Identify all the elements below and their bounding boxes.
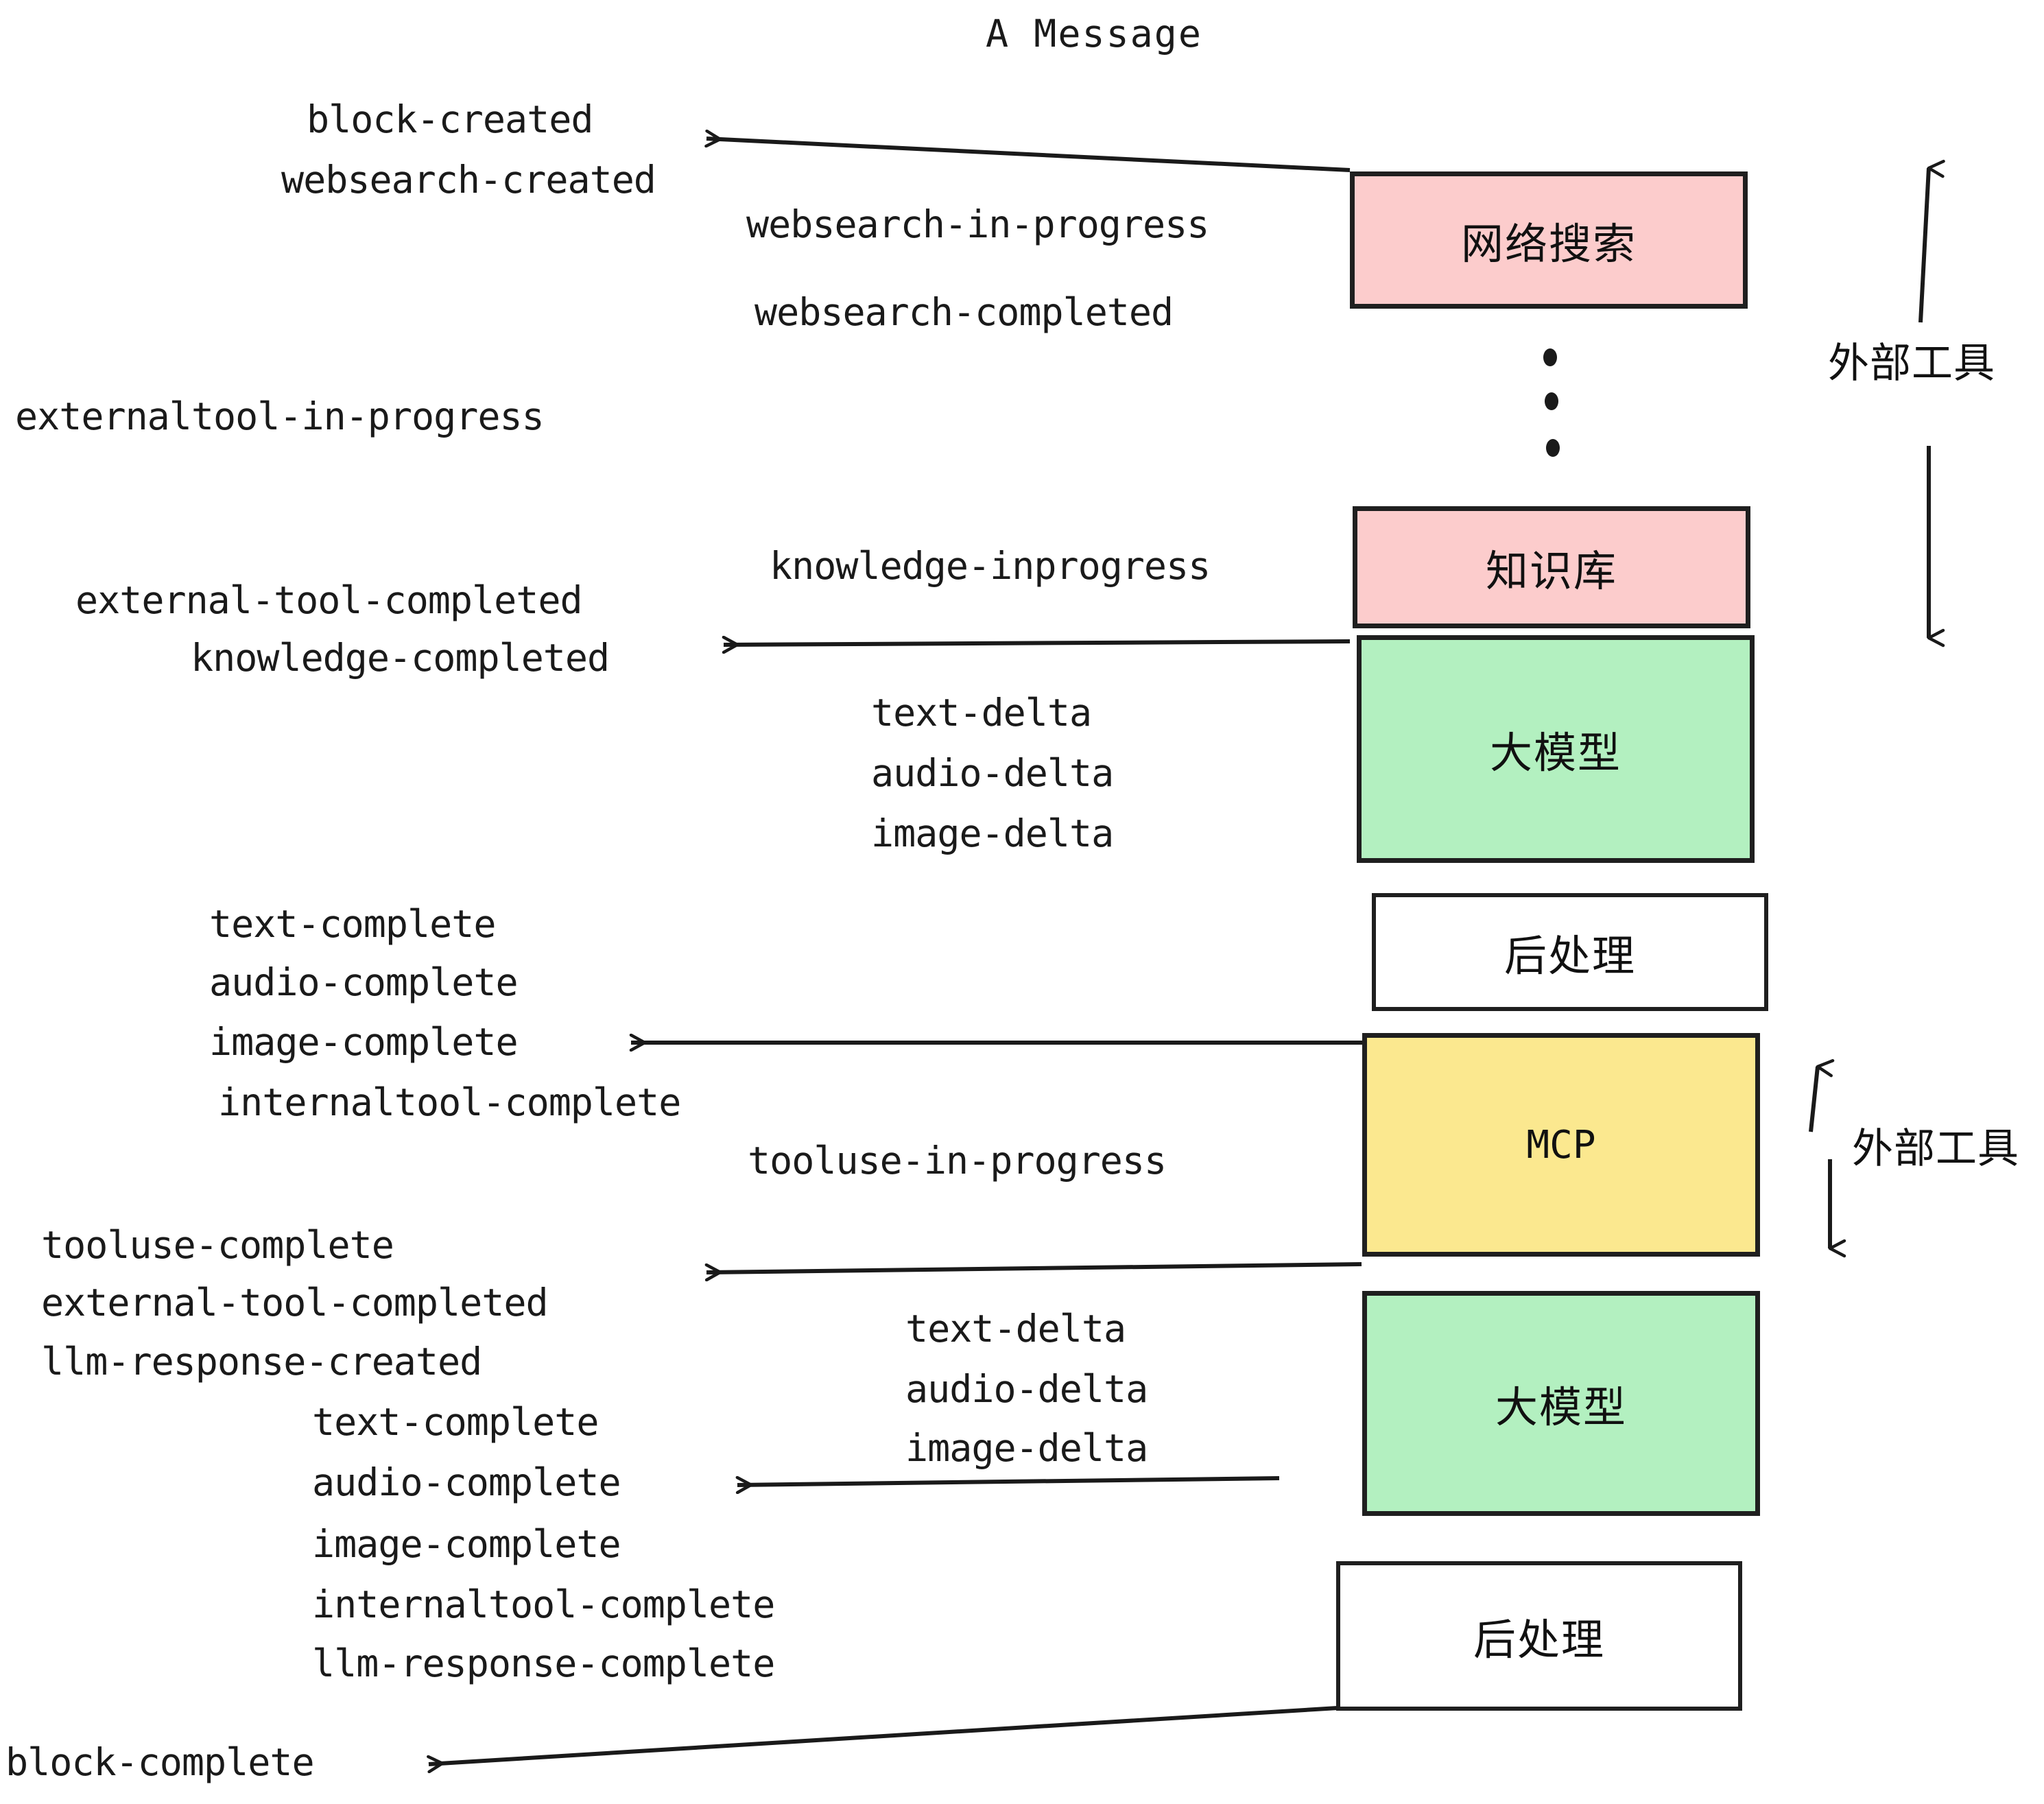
event-websearch-completed: websearch-completed [754, 290, 1174, 334]
event-external-tool-completed-2: external-tool-completed [41, 1281, 549, 1325]
arrow-llm2-to-audio-complete [737, 1478, 1280, 1485]
node-knowledge-label: 知识库 [1485, 546, 1617, 596]
node-postprocess-1[interactable]: 后处理 [1372, 893, 1768, 1011]
event-internaltool-complete-1: internaltool-complete [218, 1080, 681, 1124]
event-external-tool-completed-1: external-tool-completed [75, 578, 583, 622]
arrow-mcp-to-tooluse-complete [706, 1262, 1362, 1272]
node-mcp-label: MCP [1526, 1122, 1596, 1167]
side-label-external-tools-top: 外部工具 [1828, 340, 1995, 388]
event-image-delta-2: image-delta [905, 1426, 1148, 1470]
node-postprocess-1-label: 后处理 [1504, 931, 1636, 981]
event-audio-complete-1: audio-complete [209, 960, 519, 1004]
side-label-external-tools-bottom: 外部工具 [1852, 1125, 2019, 1173]
node-knowledge[interactable]: 知识库 [1353, 506, 1750, 628]
diagram-title: A Message [986, 12, 1203, 56]
event-block-complete: block-complete [5, 1740, 315, 1784]
event-image-delta-1: image-delta [871, 811, 1114, 855]
node-llm-2[interactable]: 大模型 [1362, 1291, 1760, 1516]
event-knowledge-completed: knowledge-completed [191, 636, 610, 680]
arrow-postprocess2-to-block-complete [429, 1706, 1338, 1764]
node-postprocess-2-label: 后处理 [1473, 1615, 1605, 1665]
event-llm-response-created: llm-response-created [41, 1340, 482, 1384]
node-llm-1-label: 大模型 [1489, 728, 1621, 778]
ellipsis-dot [1545, 392, 1558, 410]
event-tooluse-in-progress: tooluse-in-progress [748, 1139, 1167, 1183]
event-llm-response-complete: llm-response-complete [312, 1641, 775, 1685]
arrow-knowledge-to-completed [724, 641, 1351, 645]
event-internaltool-complete-2: internaltool-complete [312, 1582, 775, 1626]
event-text-delta-2: text-delta [905, 1307, 1126, 1351]
event-knowledge-inprogress: knowledge-inprogress [770, 544, 1211, 588]
ellipsis-dot [1546, 439, 1560, 457]
arrow-external-tools-top-up [1918, 159, 1945, 323]
event-websearch-in-progress: websearch-in-progress [746, 202, 1209, 246]
event-tooluse-complete: tooluse-complete [41, 1223, 394, 1267]
event-text-complete-2: text-complete [312, 1400, 599, 1444]
node-mcp[interactable]: MCP [1362, 1033, 1760, 1257]
event-image-complete-2: image-complete [312, 1522, 621, 1566]
node-postprocess-2[interactable]: 后处理 [1336, 1561, 1742, 1711]
ellipsis-dot [1543, 348, 1557, 366]
event-externaltool-in-progress: externaltool-in-progress [15, 394, 545, 438]
node-websearch-label: 网络搜索 [1460, 219, 1637, 269]
event-image-complete-1: image-complete [209, 1020, 519, 1064]
event-text-delta-1: text-delta [871, 691, 1092, 735]
event-audio-complete-2: audio-complete [312, 1460, 621, 1504]
arrow-websearch-to-created [706, 139, 1351, 172]
event-text-complete-1: text-complete [209, 902, 496, 946]
node-llm-1[interactable]: 大模型 [1357, 635, 1755, 863]
event-block-created: block-created [307, 97, 593, 141]
event-websearch-created: websearch-created [281, 158, 656, 202]
event-audio-delta-2: audio-delta [905, 1367, 1148, 1411]
node-llm-2-label: 大模型 [1495, 1382, 1627, 1432]
event-audio-delta-1: audio-delta [871, 751, 1114, 795]
arrow-external-tools-bottom-up [1809, 1059, 1835, 1132]
node-websearch[interactable]: 网络搜索 [1350, 171, 1748, 309]
